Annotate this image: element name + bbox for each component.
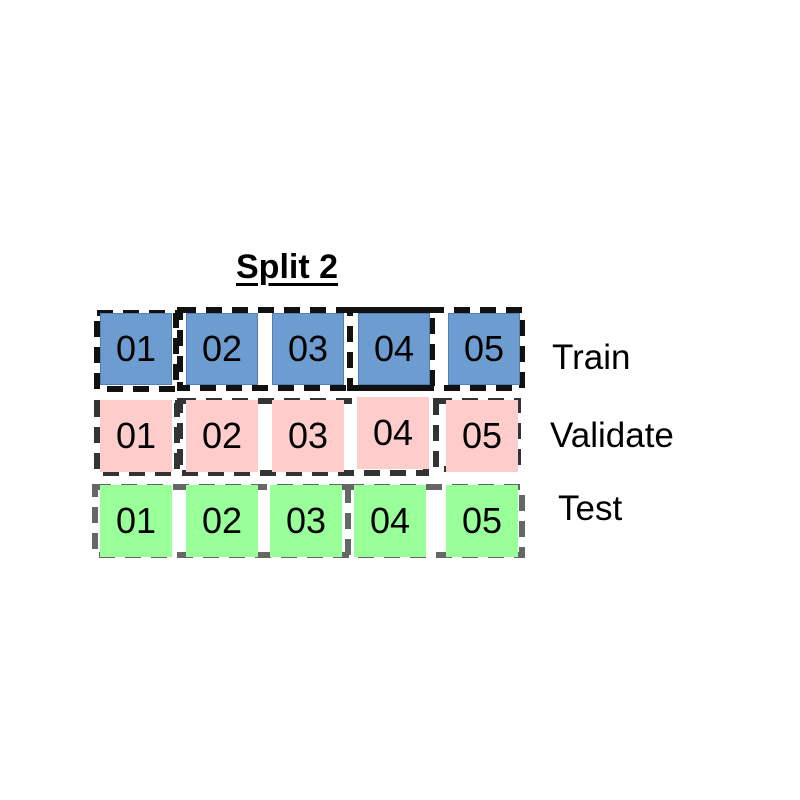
diagram-title: Split 2: [236, 248, 339, 286]
validate-cell-04: 04: [357, 397, 429, 469]
test-cell-05: 05: [446, 485, 518, 557]
row-label-validate: Validate: [550, 416, 674, 455]
train-cell-03: 03: [272, 313, 344, 385]
validate-cell-02: 02: [186, 400, 258, 472]
row-label-train: Train: [552, 338, 631, 377]
test-cell-04: 04: [354, 485, 426, 557]
train-cell-04: 04: [358, 313, 430, 385]
test-cell-02: 02: [186, 485, 258, 557]
test-cell-03: 03: [270, 485, 342, 557]
test-cell-01: 01: [100, 485, 172, 557]
row-label-test: Test: [558, 489, 623, 528]
train-cell-01: 01: [100, 313, 172, 385]
validate-cell-01: 01: [100, 400, 172, 472]
train-cell-05: 05: [448, 313, 520, 385]
validate-cell-05: 05: [446, 400, 518, 472]
validate-cell-03: 03: [272, 400, 344, 472]
train-cell-02: 02: [186, 313, 258, 385]
